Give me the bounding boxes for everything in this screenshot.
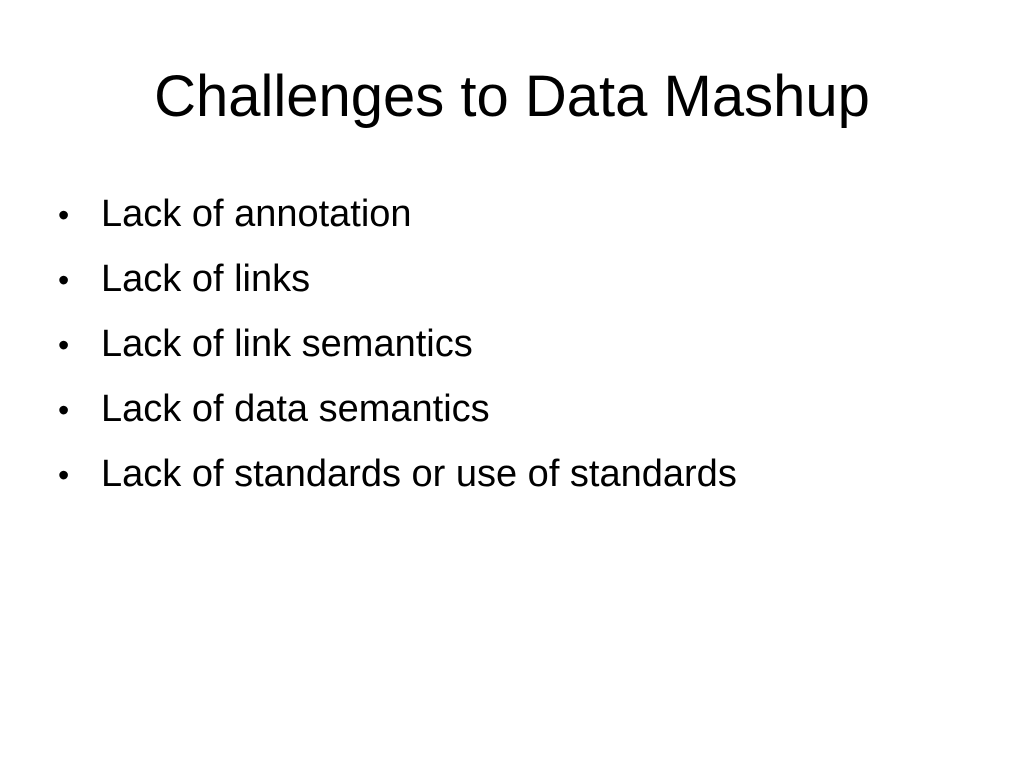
bullet-icon: •	[58, 457, 70, 493]
bullet-icon: •	[58, 262, 70, 298]
list-item: • Lack of link semantics	[58, 320, 737, 385]
bullet-text: Lack of standards or use of standards	[101, 453, 737, 495]
bullet-text: Lack of links	[101, 258, 311, 300]
bullet-icon: •	[58, 197, 70, 233]
bullet-list: • Lack of annotation • Lack of links • L…	[58, 190, 737, 515]
list-item: • Lack of data semantics	[58, 385, 737, 450]
bullet-text: Lack of link semantics	[101, 323, 473, 365]
bullet-text: Lack of annotation	[101, 193, 412, 235]
list-item: • Lack of links	[58, 255, 737, 320]
slide-title: Challenges to Data Mashup	[154, 64, 870, 129]
list-item: • Lack of standards or use of standards	[58, 450, 737, 515]
list-item: • Lack of annotation	[58, 190, 737, 255]
bullet-icon: •	[58, 327, 70, 363]
bullet-text: Lack of data semantics	[101, 388, 490, 430]
bullet-icon: •	[58, 392, 70, 428]
